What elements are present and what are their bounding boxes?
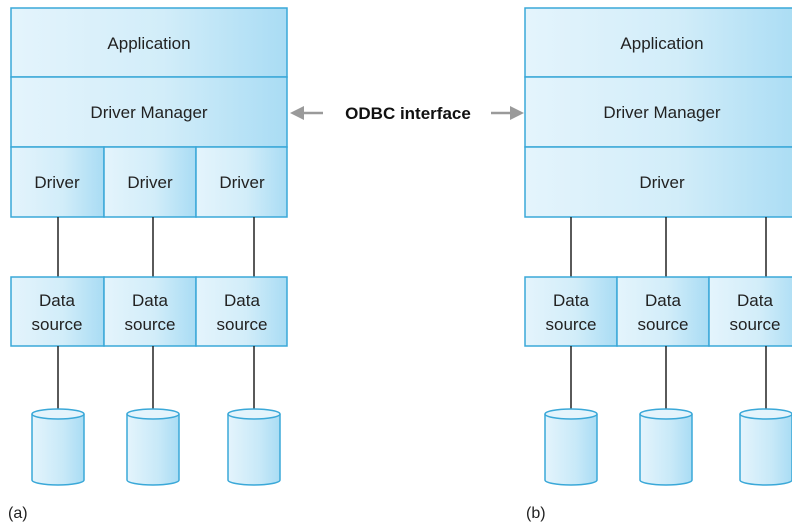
driver-label: Driver	[127, 173, 173, 192]
driver-manager-box: Driver Manager	[10, 76, 288, 148]
data-source-label-line1: Data	[645, 291, 681, 310]
data-source-box: Data source	[10, 276, 105, 347]
driver-box: Driver	[195, 146, 288, 218]
application-box: Application	[10, 7, 288, 78]
application-label: Application	[107, 34, 190, 53]
driver-manager-label: Driver Manager	[603, 103, 720, 122]
data-source-label-line2: source	[545, 315, 596, 334]
data-source-label-line2: source	[124, 315, 175, 334]
data-source-label-line2: source	[216, 315, 267, 334]
data-source-box: Data source	[103, 276, 197, 347]
odbc-interface-callout: ODBC interface	[290, 104, 524, 123]
driver-manager-label: Driver Manager	[90, 103, 207, 122]
database-cylinder-icon	[227, 408, 281, 486]
driver-label: Driver	[34, 173, 80, 192]
data-source-box: Data source	[524, 276, 618, 347]
application-box: Application	[524, 7, 792, 78]
data-source-label-line2: source	[637, 315, 688, 334]
data-source-box: Data source	[616, 276, 710, 347]
database-cylinder-icon	[126, 408, 180, 486]
diagram-b: Application Driver Manager Driver Data s…	[524, 7, 792, 522]
data-source-label-line1: Data	[553, 291, 589, 310]
database-cylinder-icon	[739, 408, 792, 486]
driver-box: Driver	[524, 146, 792, 218]
database-cylinder-icon	[639, 408, 693, 486]
data-source-label-line1: Data	[132, 291, 168, 310]
data-source-box: Data source	[708, 276, 792, 347]
driver-label: Driver	[219, 173, 265, 192]
data-source-label-line1: Data	[39, 291, 75, 310]
data-source-label-line2: source	[729, 315, 780, 334]
data-source-label-line1: Data	[224, 291, 260, 310]
odbc-interface-label: ODBC interface	[345, 104, 471, 123]
driver-manager-box: Driver Manager	[524, 76, 792, 148]
database-cylinder-icon	[544, 408, 598, 486]
arrow-left-icon	[290, 106, 323, 120]
database-cylinder-icon	[31, 408, 85, 486]
arrow-right-icon	[491, 106, 524, 120]
diagram-a: Application Driver Manager Driver Driver…	[8, 7, 288, 522]
data-source-label-line2: source	[31, 315, 82, 334]
data-source-box: Data source	[195, 276, 288, 347]
caption-b: (b)	[526, 505, 546, 522]
driver-box: Driver	[10, 146, 105, 218]
data-source-label-line1: Data	[737, 291, 773, 310]
caption-a: (a)	[8, 505, 28, 522]
driver-box: Driver	[103, 146, 197, 218]
driver-label: Driver	[639, 173, 685, 192]
application-label: Application	[620, 34, 703, 53]
